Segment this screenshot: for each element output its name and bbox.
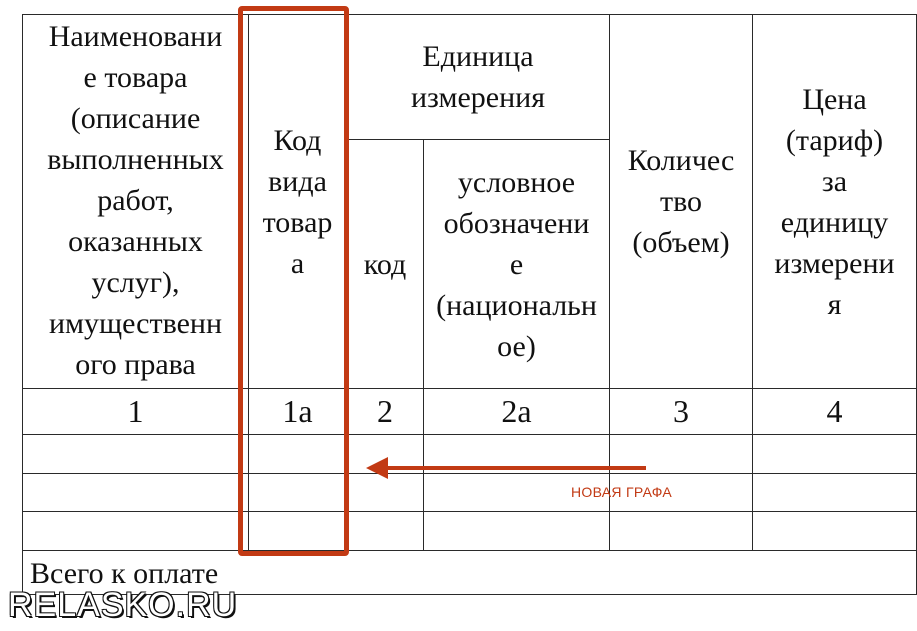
- header-quantity: Количес тво (объем): [627, 144, 735, 259]
- header-unit-code: код: [363, 247, 407, 281]
- column-number: 2а: [501, 393, 532, 429]
- grid-line: [22, 473, 917, 474]
- header-unit-of-measure: Единица измерения: [410, 40, 545, 114]
- arrow-icon: [380, 466, 646, 470]
- new-column-note: НОВАЯ ГРАФА: [571, 484, 673, 500]
- new-column-highlight: [238, 6, 349, 556]
- grid-line: [752, 14, 753, 551]
- header-product-name: Наименовани е товара (описание выполненн…: [47, 20, 224, 381]
- grid-line: [22, 14, 23, 595]
- grid-line: [22, 388, 917, 389]
- grid-line: [22, 550, 917, 551]
- header-unit-symbol: условное обозначени е (национальн ое): [436, 165, 597, 363]
- column-number: 3: [673, 393, 689, 429]
- total-label: Всего к оплате: [30, 557, 219, 590]
- column-number: 4: [826, 393, 843, 429]
- site-watermark: RELASKO.RU: [8, 586, 238, 624]
- grid-line: [22, 14, 917, 15]
- header-price: Цена (тариф) за единицу измерени я: [774, 82, 895, 321]
- column-number: 1: [127, 393, 144, 429]
- grid-line: [423, 139, 424, 551]
- grid-line: [609, 14, 610, 551]
- arrow-head-icon: [366, 457, 388, 479]
- grid-line: [22, 594, 917, 595]
- column-number: 2: [377, 393, 393, 429]
- grid-line: [248, 14, 249, 551]
- grid-line: [346, 139, 610, 140]
- header-product-type-code: Код вида товар а: [262, 123, 333, 280]
- grid-line: [22, 434, 917, 435]
- column-number: 1а: [282, 393, 313, 429]
- grid-line: [22, 511, 917, 512]
